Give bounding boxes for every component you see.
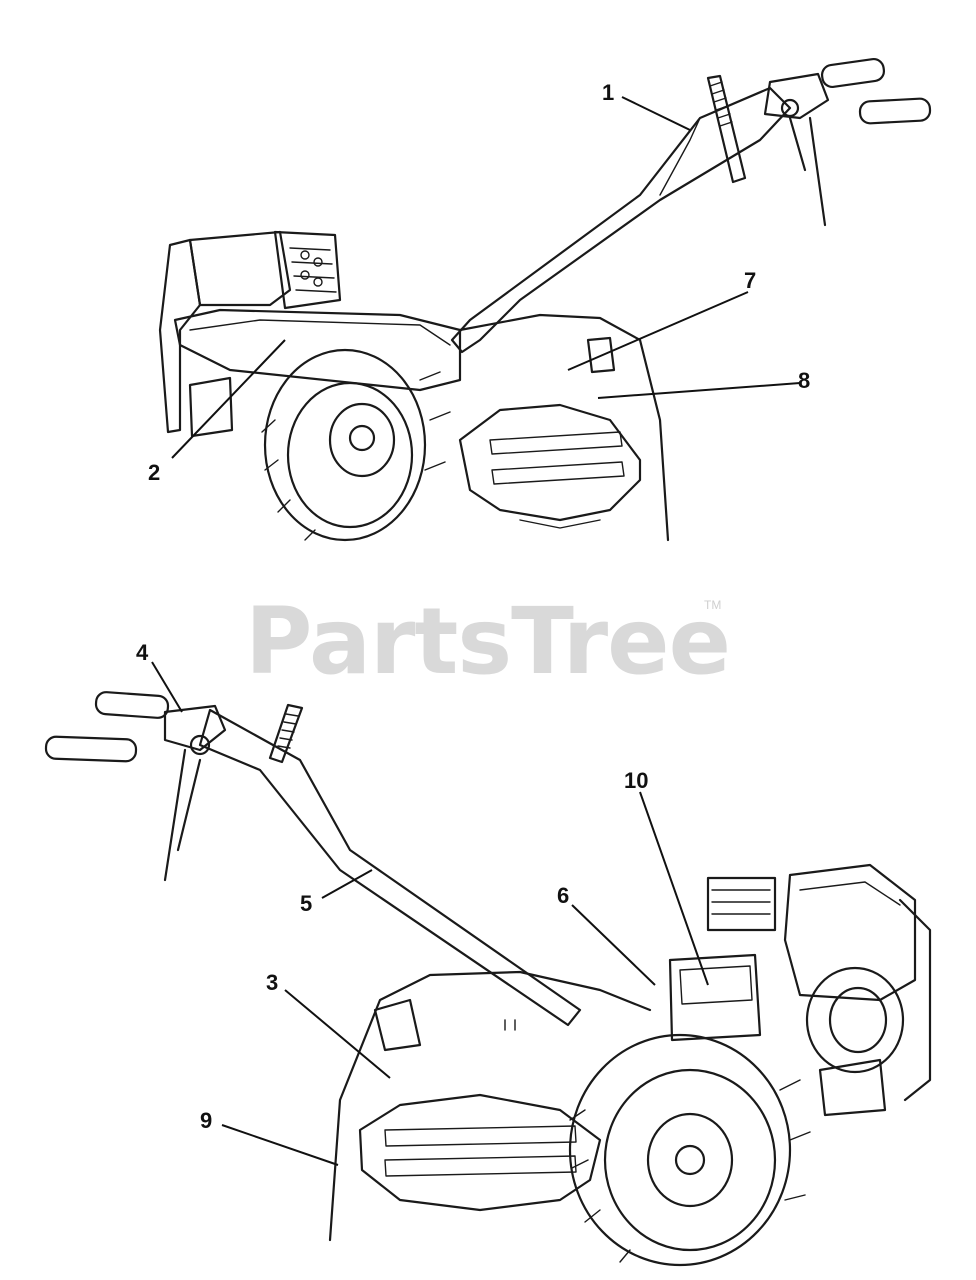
- bottom-tine-hood: [328, 970, 652, 1242]
- leader-6: [571, 904, 656, 986]
- callout-3: 3: [266, 970, 279, 995]
- callout-1: 1: [602, 80, 615, 105]
- leader-3: [284, 989, 391, 1079]
- top-handle-tube: [450, 74, 792, 354]
- top-engine: [188, 230, 342, 310]
- bottom-handle-tube: [198, 703, 582, 1027]
- callout-8: 8: [798, 368, 811, 393]
- callout-4: 4: [136, 640, 149, 665]
- bottom-engine: [668, 863, 932, 1117]
- leader-4: [151, 661, 183, 713]
- top-tine-hood: [458, 313, 670, 542]
- leader-1: [621, 96, 691, 131]
- callout-2: 2: [148, 460, 161, 485]
- bottom-wheel: [568, 1033, 811, 1267]
- top-frame: [158, 238, 462, 438]
- leader-10: [639, 791, 709, 986]
- callout-9: 9: [200, 1108, 213, 1133]
- top-wheel: [261, 348, 451, 542]
- bottom-tiller: [44, 691, 932, 1267]
- callout-10: 10: [624, 768, 649, 793]
- trademark-symbol: TM: [704, 598, 722, 612]
- callout-6: 6: [557, 883, 570, 908]
- callout-5: 5: [300, 891, 313, 916]
- callout-7: 7: [744, 268, 757, 293]
- bottom-handle-grips: [44, 691, 227, 882]
- leader-7: [567, 291, 749, 371]
- leader-lines: [151, 96, 801, 1166]
- leader-2: [171, 339, 286, 459]
- leader-8: [597, 382, 801, 399]
- leader-5: [321, 869, 373, 899]
- top-handle-grips: [763, 57, 932, 227]
- top-tiller: [158, 57, 932, 542]
- leader-9: [221, 1124, 339, 1166]
- partstree-watermark: PartsTree: [245, 588, 731, 695]
